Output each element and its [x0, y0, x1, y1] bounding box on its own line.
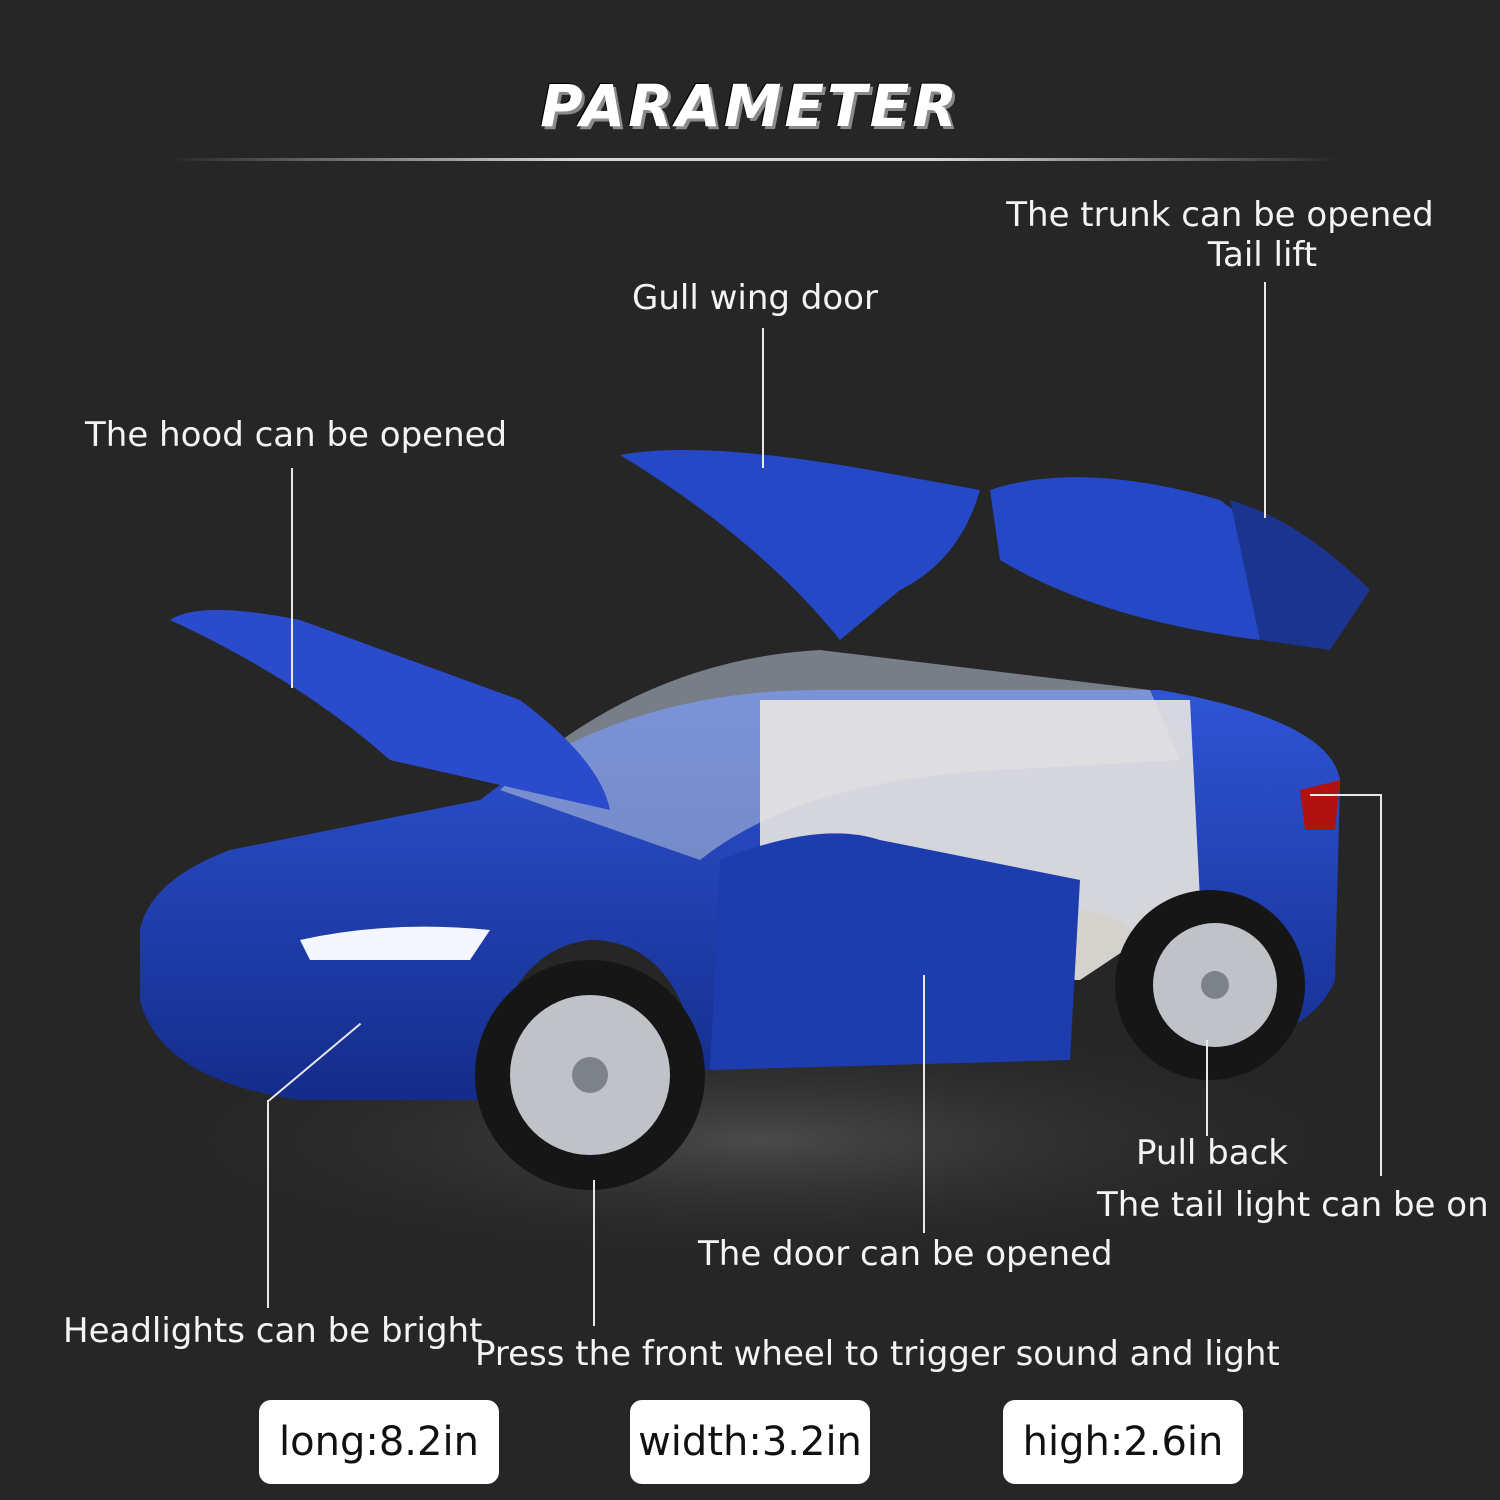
label-tail-light: The tail light can be on — [1097, 1185, 1489, 1225]
dimension-long: long:8.2in — [259, 1400, 499, 1484]
gull-wing-door-left — [620, 450, 980, 640]
title-divider — [170, 158, 1340, 161]
label-pull-back: Pull back — [1136, 1133, 1288, 1173]
tail-light — [1300, 780, 1340, 830]
open-tailgate — [1230, 500, 1370, 650]
pointer-gull-wing — [762, 328, 764, 468]
gull-wing-door-right — [990, 477, 1300, 640]
pointer-tail-light-horizontal — [1310, 794, 1382, 796]
pointer-door — [923, 975, 925, 1233]
headlight — [300, 926, 490, 960]
label-trunk-line1: The trunk can be opened — [1006, 195, 1434, 235]
label-trunk-line2: Tail lift — [1207, 235, 1318, 275]
pointer-hood — [291, 468, 293, 688]
label-door: The door can be opened — [698, 1234, 1113, 1274]
pointer-front-wheel — [593, 1180, 595, 1326]
rear-wheel — [1115, 890, 1305, 1080]
label-trunk: The trunk can be opened Tail lift — [1005, 195, 1435, 275]
label-hood: The hood can be opened — [85, 415, 508, 455]
pointer-pull-back — [1206, 1040, 1208, 1136]
label-gull-wing: Gull wing door — [632, 278, 878, 318]
pointer-tail-light — [1380, 794, 1382, 1176]
pointer-trunk — [1264, 282, 1266, 518]
open-hood — [170, 610, 610, 810]
front-wheel — [475, 960, 705, 1190]
dimension-high: high:2.6in — [1003, 1400, 1243, 1484]
pointer-headlights — [267, 1100, 269, 1308]
page-title: PARAMETER — [540, 72, 960, 140]
label-front-wheel: Press the front wheel to trigger sound a… — [475, 1334, 1280, 1374]
open-front-door — [710, 833, 1080, 1070]
label-headlights: Headlights can be bright — [63, 1311, 483, 1351]
dimension-width: width:3.2in — [630, 1400, 870, 1484]
